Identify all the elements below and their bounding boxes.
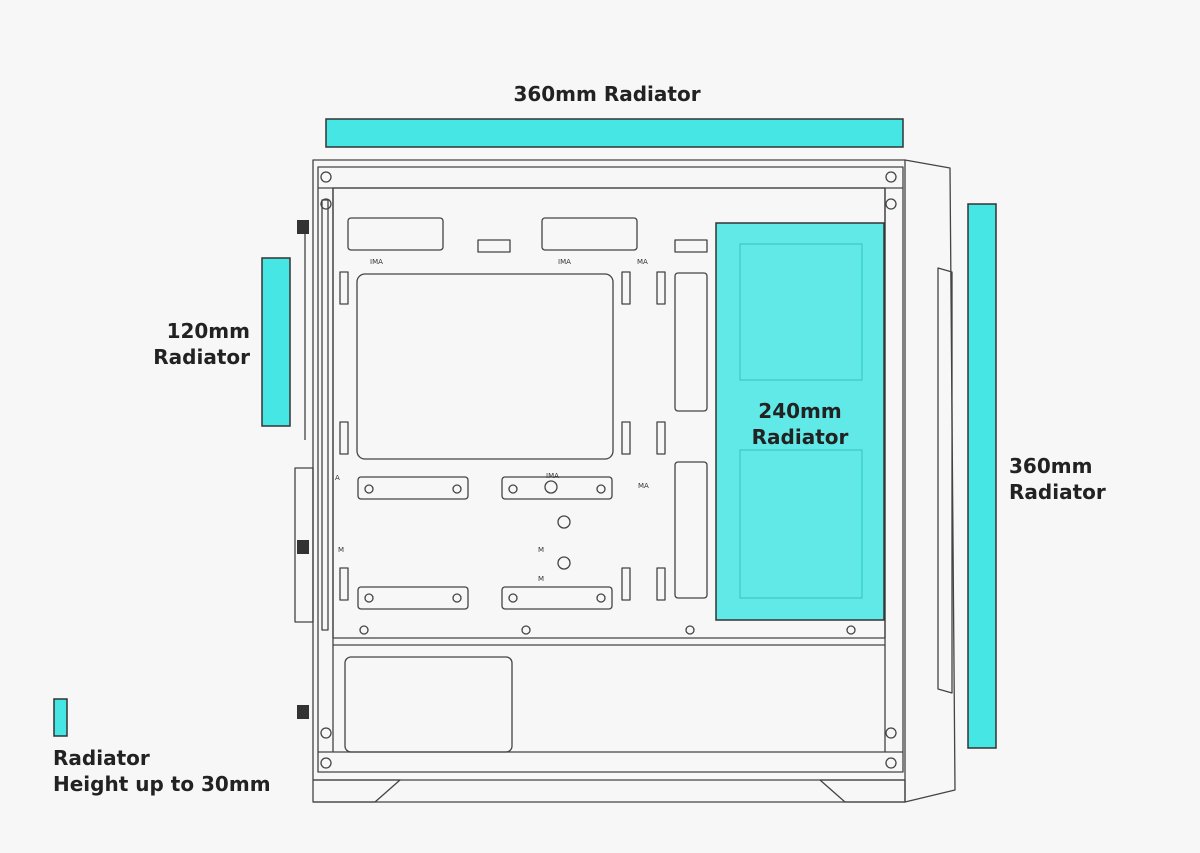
standoff-m-3: M: [538, 575, 544, 583]
top-radiator-label: 360mm Radiator: [513, 82, 701, 106]
standoff-ima-1: IMA: [370, 258, 383, 266]
standoff-ma-2: MA: [638, 482, 649, 490]
standoff-m-1: M: [338, 546, 344, 554]
legend-label: Radiator Height up to 30mm: [53, 746, 271, 796]
foot-right: [819, 779, 906, 803]
front-panel: [904, 159, 956, 803]
front-radiator: [967, 203, 997, 749]
rear-bracket: [294, 467, 314, 623]
standoff-m-2: M: [538, 546, 544, 554]
front-inner-radiator-label: 240mm Radiator: [751, 399, 849, 449]
legend-swatch: [53, 698, 68, 737]
standoff-ima-3: IMA: [546, 472, 559, 480]
standoff-a: A: [335, 474, 340, 482]
rear-radiator: [261, 257, 291, 427]
standoff-ma-1: MA: [637, 258, 648, 266]
front-panel-vent: [937, 267, 953, 694]
top-radiator: [325, 118, 904, 148]
case-inner-frame: [317, 166, 904, 773]
rear-radiator-label: 120mm Radiator: [153, 319, 250, 369]
front-inner-radiator: [715, 222, 885, 621]
front-radiator-label: 360mm Radiator: [1009, 454, 1106, 504]
cpu-cutout: [356, 273, 614, 460]
psu-window: [344, 656, 513, 753]
standoff-ima-2: IMA: [558, 258, 571, 266]
